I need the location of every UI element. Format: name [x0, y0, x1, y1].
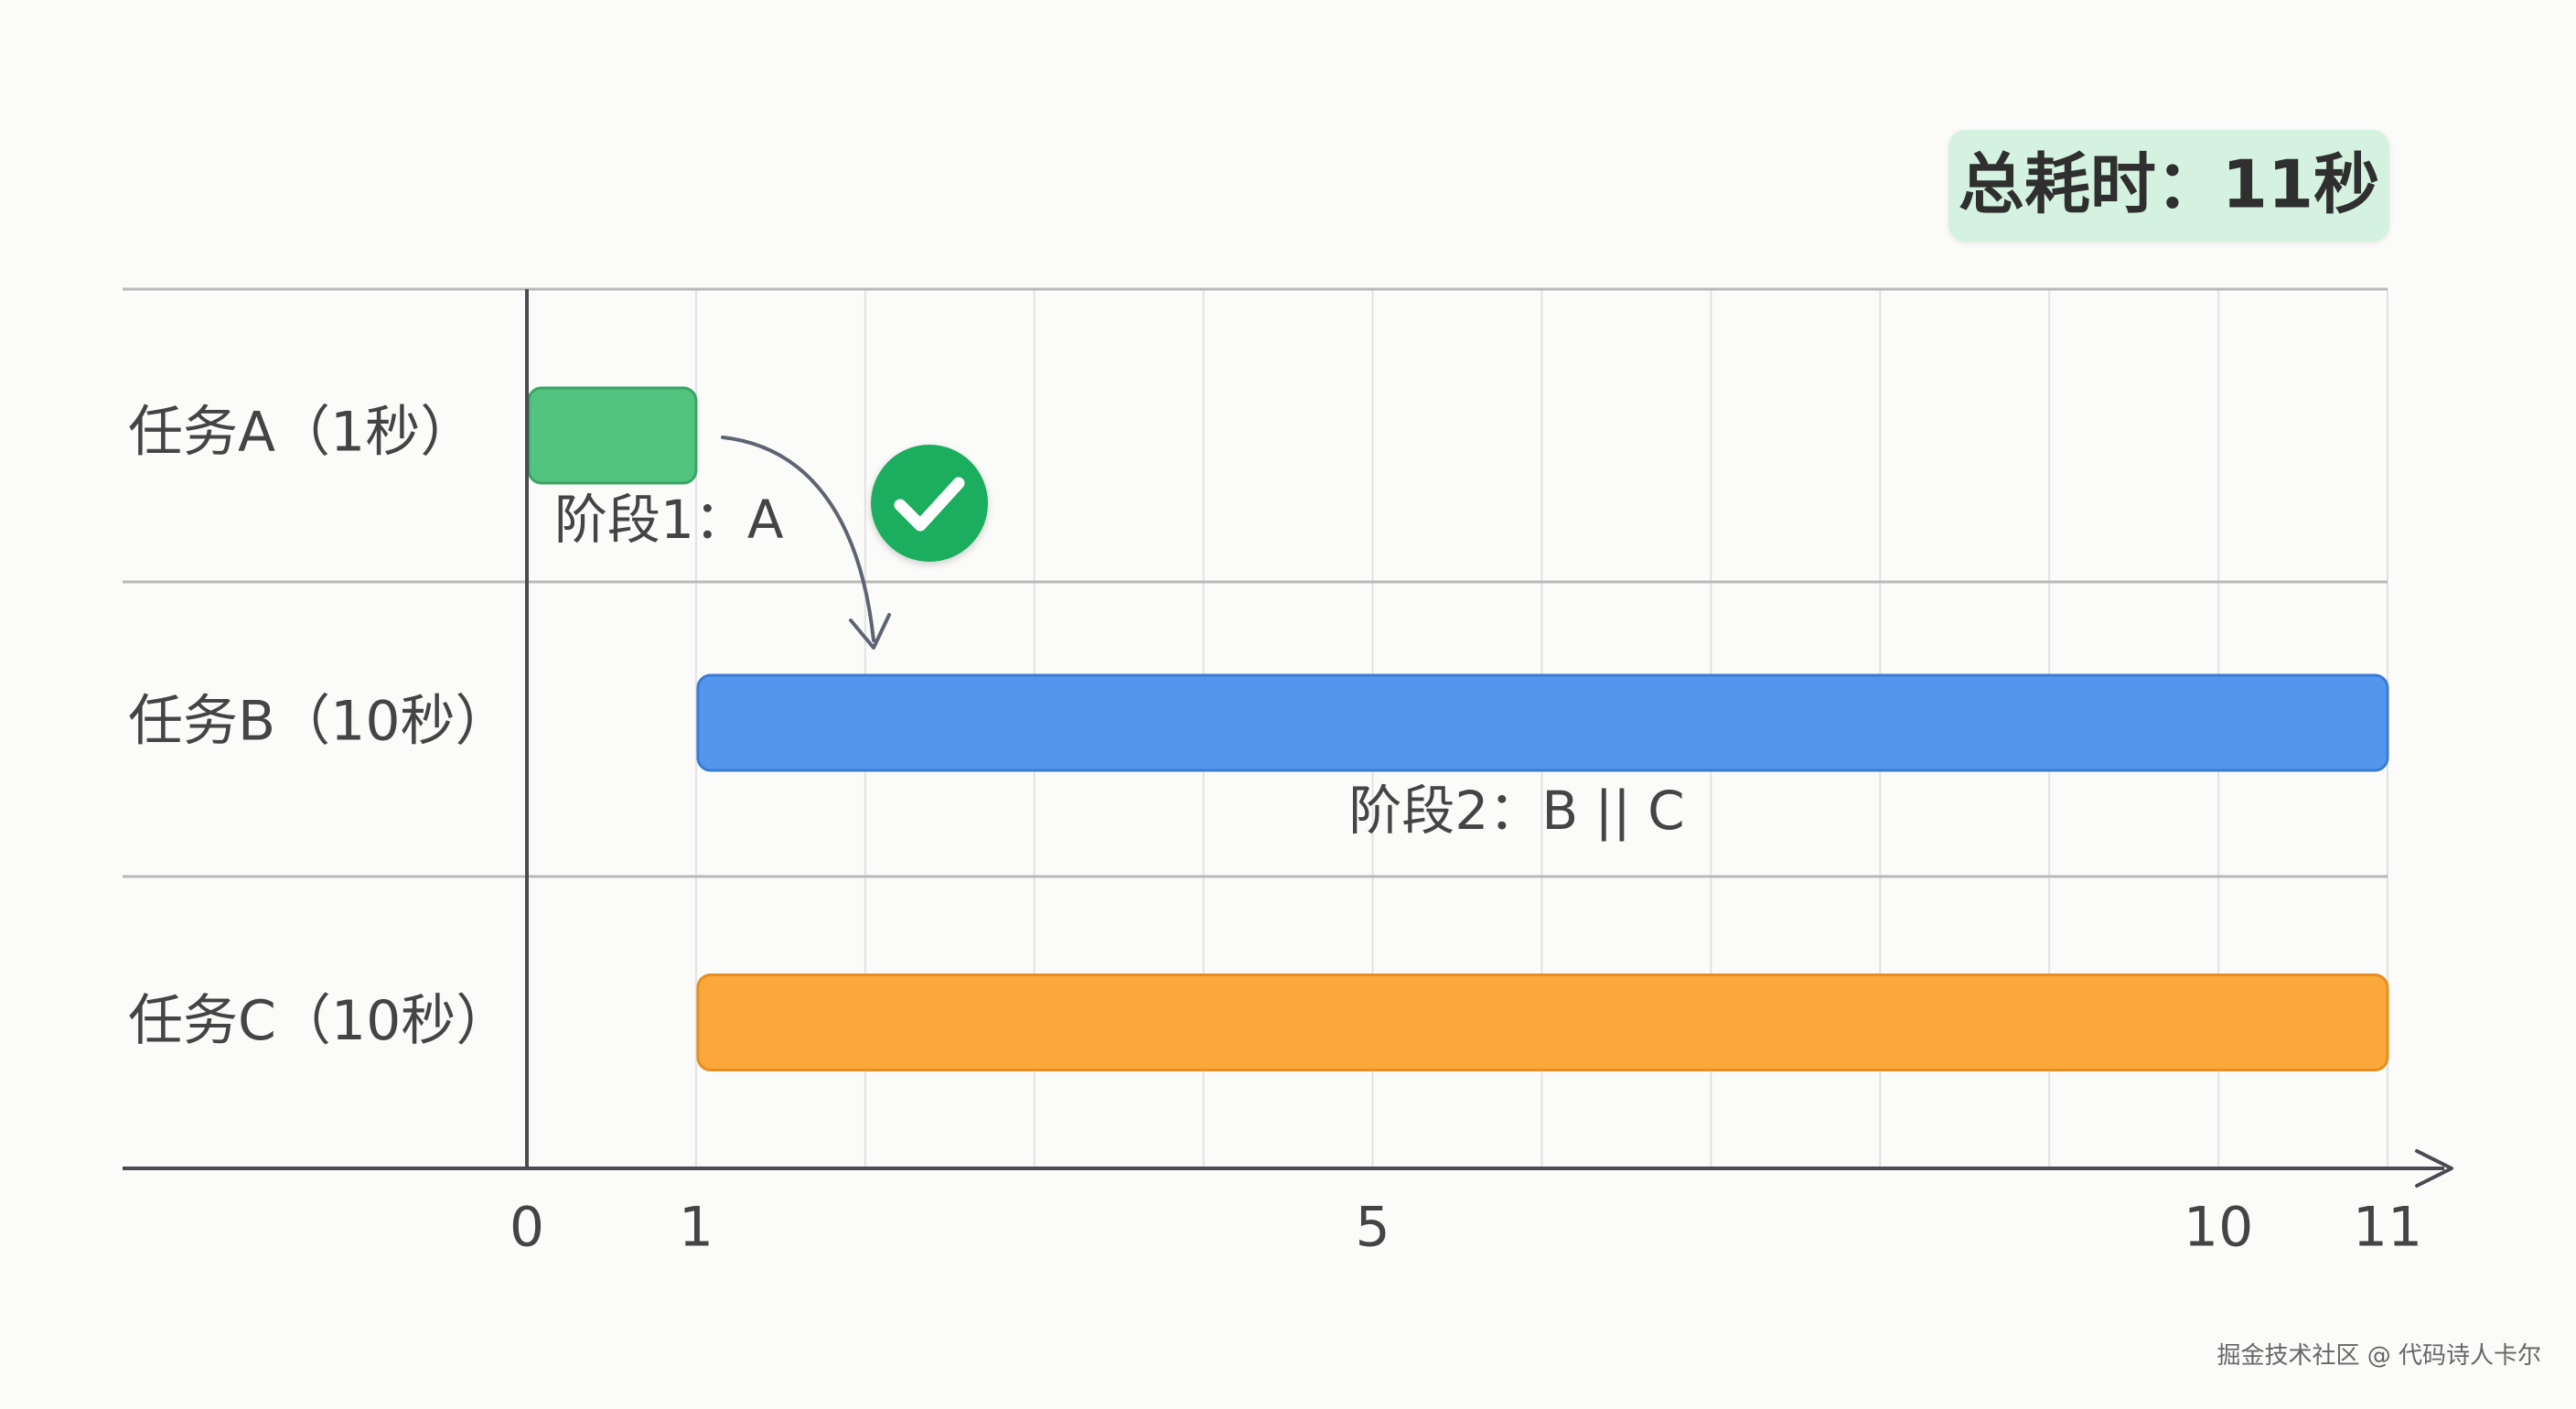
x-tick-label: 5 — [1355, 1196, 1390, 1260]
task-label: 任务C（10秒） — [128, 989, 510, 1053]
task-labels: 任务A（1秒） 任务B（10秒） 任务C（10秒） — [128, 401, 510, 1054]
curved-arrow-path — [721, 436, 875, 642]
total-time-label: 总耗时：11秒 — [1959, 146, 2379, 223]
x-tick-label: 0 — [510, 1196, 544, 1260]
task-bar — [527, 386, 698, 485]
task-bars — [527, 386, 2389, 1071]
watermark-text: 掘金技术社区 @ 代码诗人卡尔 — [2216, 1342, 2541, 1370]
check-mark — [894, 477, 965, 532]
task-label: 任务B（10秒） — [128, 690, 510, 754]
x-tick-label: 11 — [2353, 1196, 2422, 1260]
chart-axes — [123, 289, 2453, 1188]
phase1-label: 阶段1：A — [554, 489, 784, 551]
task-bar — [696, 973, 2389, 1071]
arrow-head — [849, 613, 891, 650]
phase2-label: 阶段2：B || C — [1348, 780, 1684, 842]
total-time-badge: 总耗时：11秒 — [1948, 130, 2389, 242]
check-circle-bg — [871, 445, 988, 562]
check-circle-icon — [871, 445, 988, 562]
x-axis-ticks: 0 1 5 10 11 — [510, 1196, 2422, 1260]
total-time-badge-bg — [1948, 130, 2389, 242]
x-tick-label: 10 — [2184, 1196, 2253, 1260]
task-label: 任务A（1秒） — [128, 401, 475, 465]
curved-arrow-icon — [721, 436, 891, 650]
x-axis-arrow-icon — [2415, 1149, 2453, 1188]
x-tick-label: 1 — [679, 1196, 714, 1260]
task-bar — [696, 673, 2389, 772]
